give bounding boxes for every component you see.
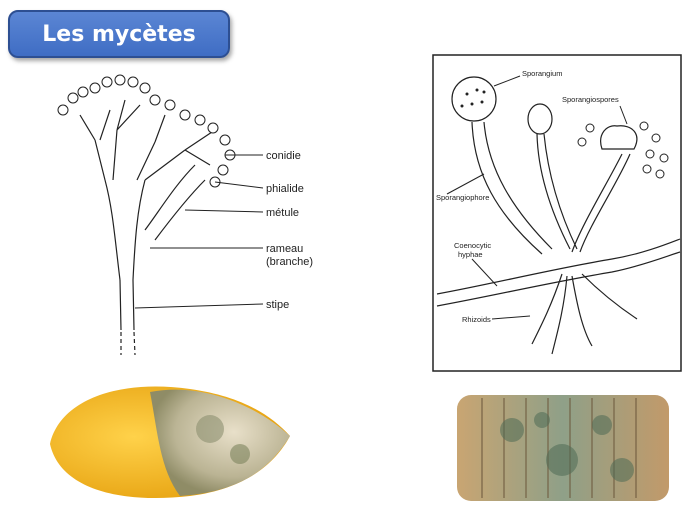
label-sporangiospores: Sporangiospores [562, 95, 619, 104]
title-banner: Les mycètes [8, 10, 230, 58]
label-conidie: conidie [266, 150, 301, 162]
moldy-bread-photo [452, 390, 674, 506]
label-sporangiophore: Sporangiophore [436, 193, 489, 202]
label-coenocytic: Coenocytic [454, 241, 491, 250]
penicillium-diagram: conidie phialide métule rameau (branche)… [25, 70, 335, 360]
label-phialide: phialide [266, 183, 304, 195]
rhizopus-diagram: Sporangium Sporangiospores Sporangiophor… [432, 54, 682, 372]
label-metule: métule [266, 207, 299, 219]
moldy-lemon-photo [40, 374, 300, 506]
label-sporangium: Sporangium [522, 69, 562, 78]
page-title: Les mycètes [42, 22, 195, 47]
label-stipe: stipe [266, 299, 289, 311]
label-branche: (branche) [266, 256, 313, 268]
label-hyphae: hyphae [458, 250, 483, 259]
label-rameau: rameau [266, 243, 303, 255]
label-rhizoids: Rhizoids [462, 315, 491, 324]
